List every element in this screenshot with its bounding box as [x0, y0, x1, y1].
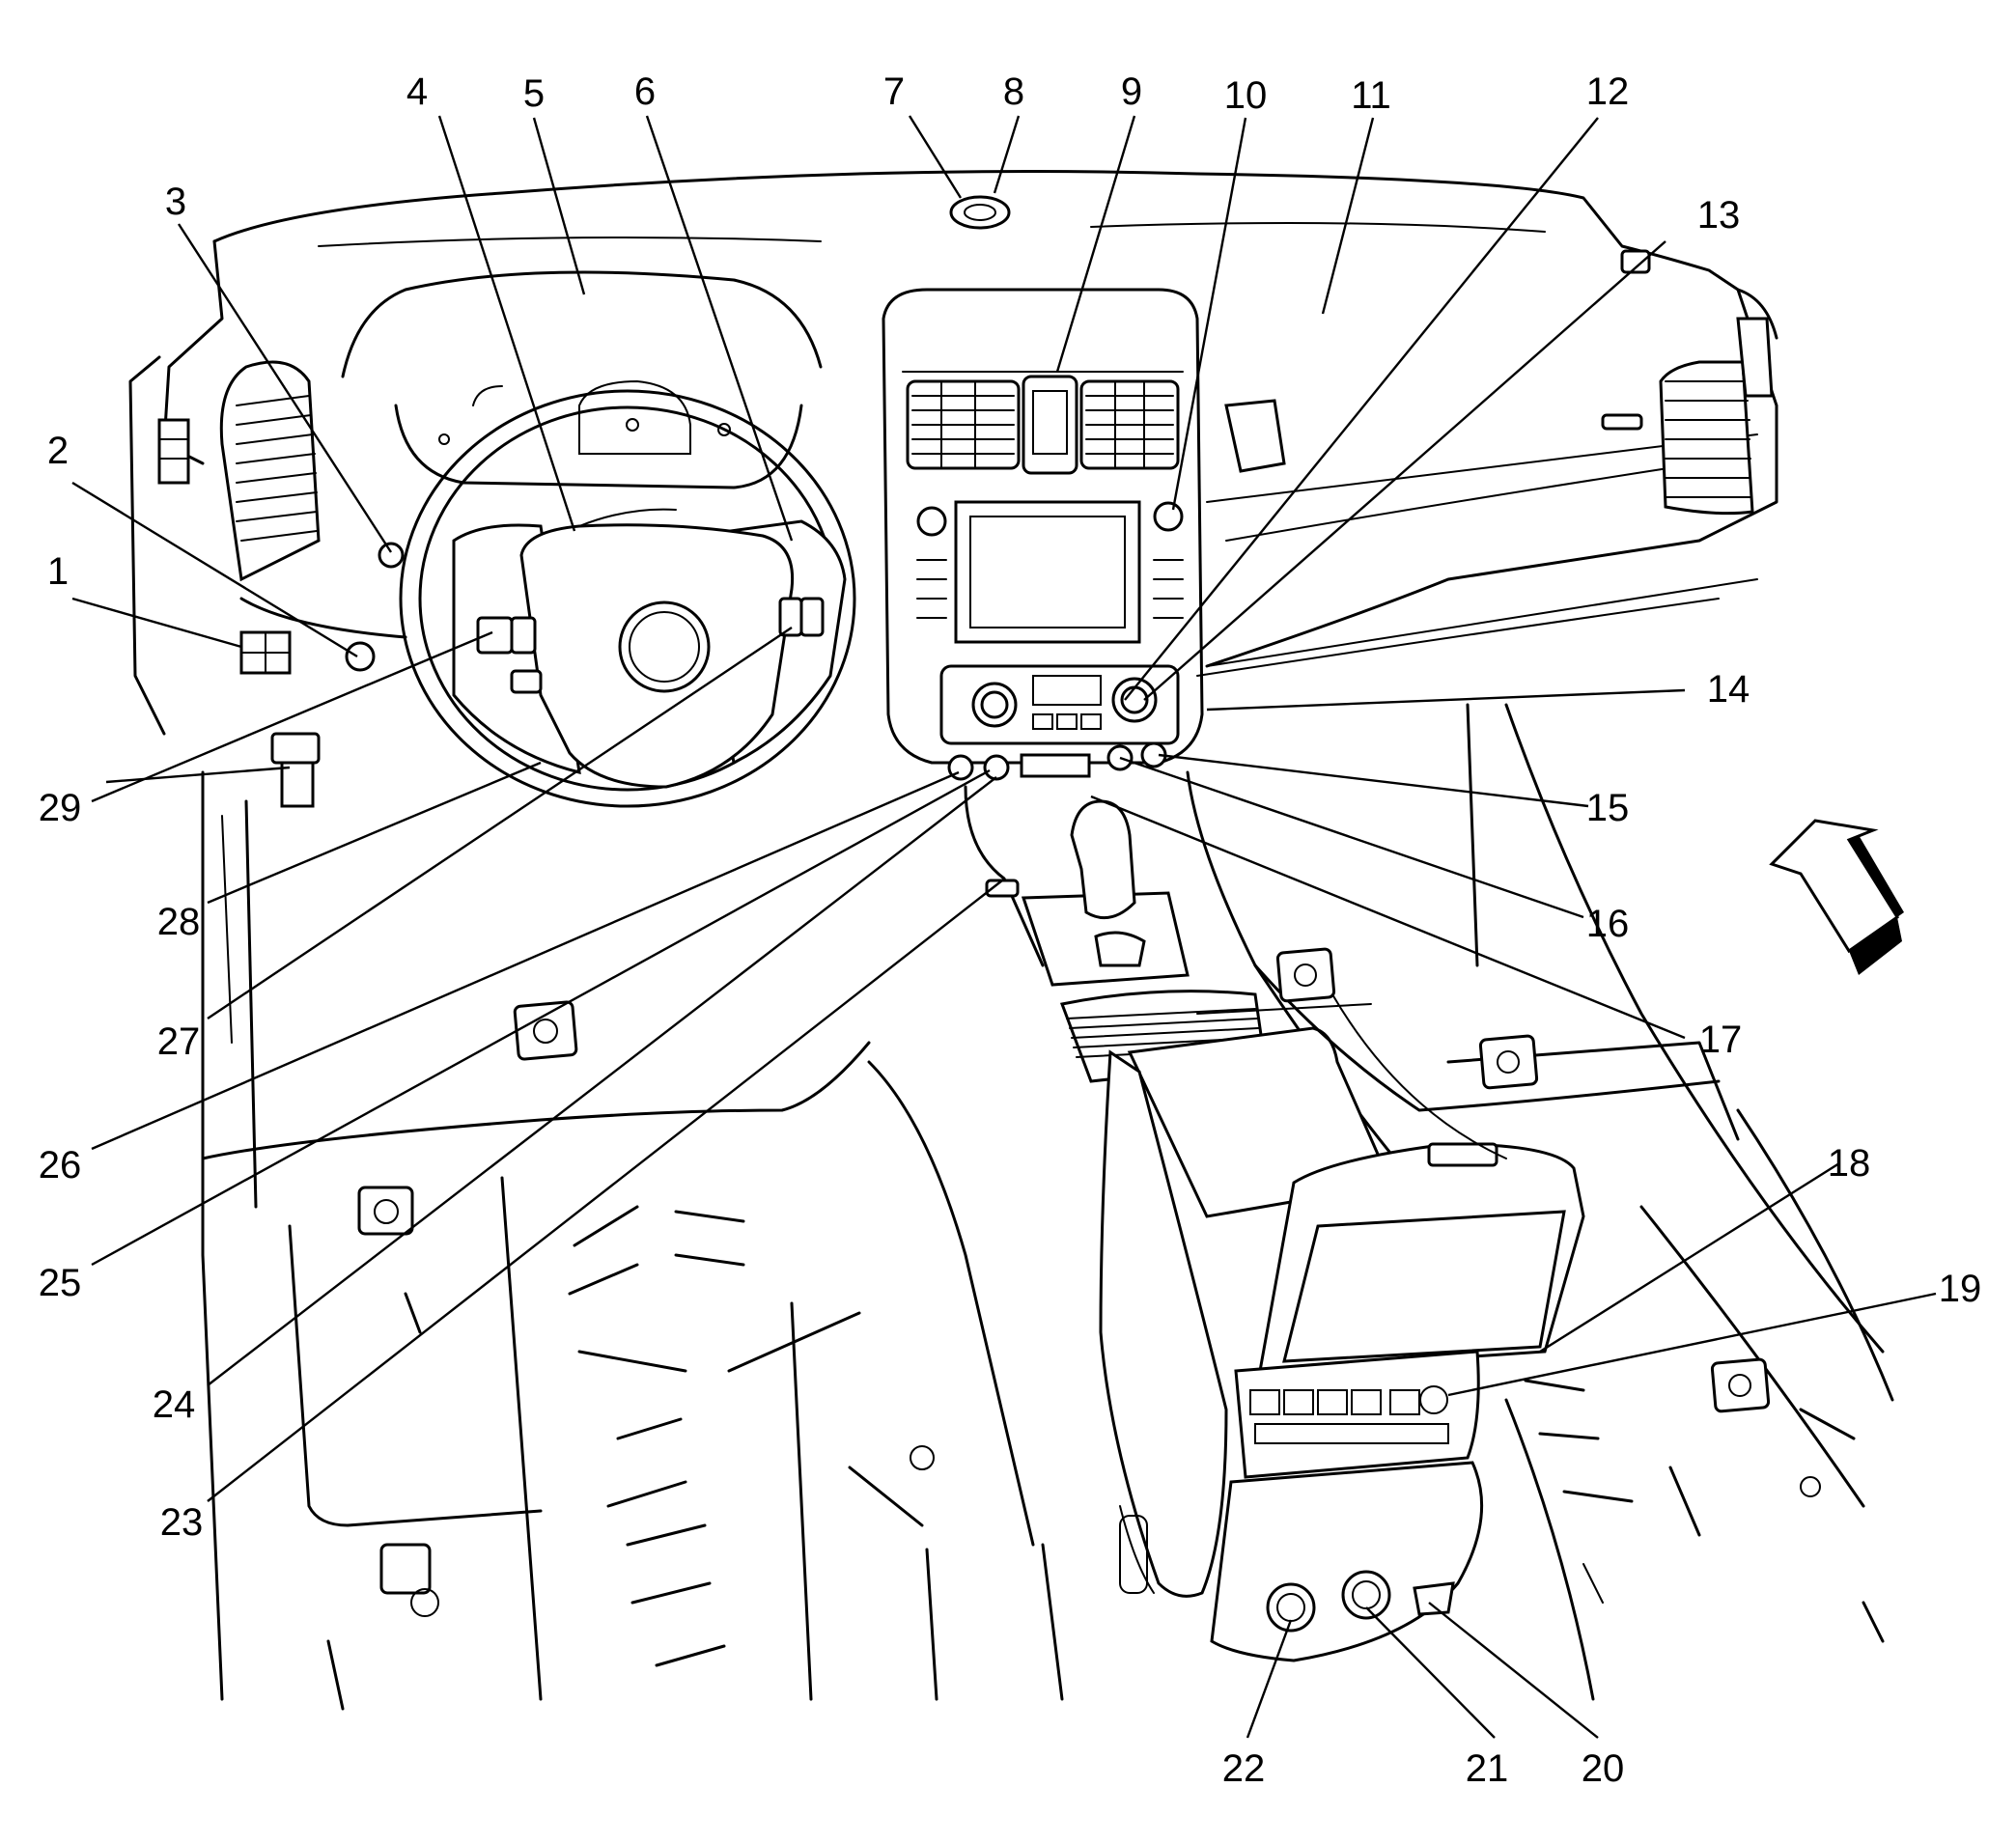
left-side-vent-stack: [157, 418, 190, 485]
rear-power-outlet-right: [1341, 1570, 1391, 1620]
right-air-vent: [1659, 360, 1754, 516]
callout-12: 12: [1586, 70, 1630, 113]
callout-24: 24: [153, 1383, 196, 1426]
callout-2: 2: [47, 430, 69, 472]
floor-console: [964, 770, 1585, 1662]
callout-17: 17: [1699, 1019, 1743, 1061]
callout-5: 5: [523, 72, 545, 115]
callout-labels: 1 2 3 4 5 6 7 8 9 10 11 12 13 14 15 16 1…: [39, 70, 1982, 1790]
callout-29: 29: [39, 787, 82, 829]
callout-9: 9: [1121, 70, 1142, 113]
callout-21: 21: [1466, 1747, 1509, 1790]
callout-6: 6: [634, 70, 656, 113]
shift-knob: [1070, 799, 1136, 920]
callout-13: 13: [1697, 194, 1741, 237]
callout-22: 22: [1222, 1747, 1266, 1790]
glove-box-latch: [1224, 399, 1286, 473]
headlamp-switch: [345, 641, 376, 672]
callout-19: 19: [1939, 1268, 1982, 1310]
forward-arrow-icon: [1769, 819, 1904, 975]
callout-25: 25: [39, 1262, 82, 1304]
rear-power-outlet-left: [1266, 1582, 1316, 1633]
navigation-display: [954, 500, 1141, 644]
leader-lines: [71, 115, 1937, 1739]
callout-7: 7: [883, 70, 905, 113]
callout-26: 26: [39, 1144, 82, 1187]
callout-4: 4: [406, 70, 428, 113]
instrument-cluster: [341, 270, 823, 489]
callout-15: 15: [1586, 787, 1630, 829]
callout-27: 27: [157, 1020, 201, 1063]
left-knob: [378, 542, 405, 569]
callout-14: 14: [1707, 668, 1750, 711]
left-air-vent: [219, 360, 321, 582]
callout-18: 18: [1828, 1142, 1871, 1185]
analog-clock: [1022, 375, 1078, 475]
center-stack: [882, 288, 1204, 781]
callout-8: 8: [1003, 70, 1024, 113]
callout-3: 3: [165, 181, 186, 223]
callout-16: 16: [1586, 903, 1630, 945]
callout-20: 20: [1582, 1747, 1625, 1790]
callout-23: 23: [160, 1501, 204, 1544]
callout-11: 11: [1351, 74, 1391, 117]
floor-pan: [201, 703, 1894, 1711]
callout-28: 28: [157, 901, 201, 943]
callout-1: 1: [47, 550, 69, 593]
instrument-panel: [128, 170, 1778, 736]
speaker-grille-center: [949, 195, 1011, 230]
callout-10: 10: [1224, 74, 1268, 117]
